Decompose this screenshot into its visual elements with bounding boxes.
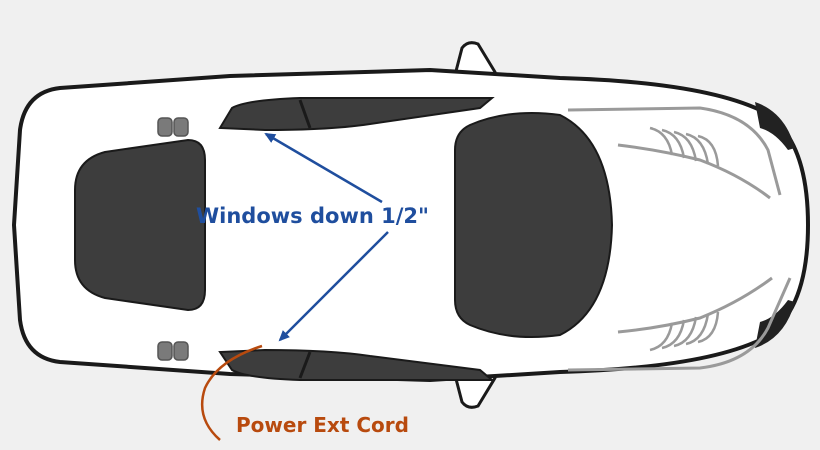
hood-vent-top bbox=[649, 126, 720, 167]
power-ext-cord-line bbox=[200, 344, 263, 441]
hood-trim-top-outer bbox=[567, 106, 782, 196]
power-ext-cord-label: Power Ext Cord bbox=[236, 413, 409, 437]
hood-trim-bottom-inner bbox=[617, 276, 773, 334]
windows-arrow-top bbox=[264, 132, 383, 204]
hood-vent-bottom bbox=[649, 311, 720, 352]
windshield bbox=[454, 111, 614, 339]
hood-trim-bottom-outer bbox=[567, 277, 792, 372]
headlight-bottom bbox=[755, 300, 795, 348]
rear-window bbox=[74, 138, 206, 312]
headlight-top bbox=[755, 102, 795, 150]
side-window-bottom-divider bbox=[298, 351, 312, 379]
side-window-bottom bbox=[218, 348, 495, 381]
windows-arrow-bottom bbox=[278, 231, 389, 342]
side-window-top bbox=[218, 97, 495, 132]
windows-down-label: Windows down 1/2" bbox=[196, 204, 429, 228]
rear-light-top bbox=[157, 117, 189, 137]
hood-trim-top-inner bbox=[617, 143, 771, 200]
side-window-top-divider bbox=[298, 99, 312, 129]
rear-light-bottom bbox=[157, 341, 189, 361]
